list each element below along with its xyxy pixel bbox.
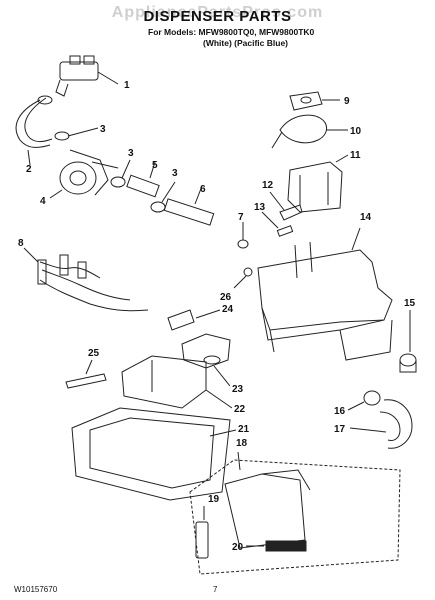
part-13-spring [261,211,294,237]
part-16-ring [347,390,381,411]
callout-3a: 3 [100,124,106,135]
callout-5: 5 [152,160,158,171]
callout-26: 26 [220,292,232,303]
watermark-text: AppliancePartsPros.com [111,4,324,21]
callout-14: 14 [360,212,372,223]
part-10-gasket [271,114,348,149]
part-2-hose [15,97,53,166]
colors-line: (White) (Pacific Blue) [203,38,289,48]
callout-13: 13 [254,202,266,213]
part-4-body [49,149,119,199]
callout-17: 17 [334,424,346,435]
callout-7: 7 [238,212,244,223]
part-11-actuator [287,154,349,213]
callout-24: 24 [222,304,234,315]
callout-20: 20 [232,542,244,553]
part-14-housing [257,227,393,361]
part-22-cup [121,355,233,409]
callout-15: 15 [404,298,416,309]
part-23-cup [181,333,231,387]
page-title: DISPENSER PARTS [143,8,292,25]
part-8-harness [23,247,149,312]
callout-4: 4 [40,196,46,207]
callout-23: 23 [232,384,244,395]
callout-3b: 3 [128,148,134,159]
callout-8: 8 [18,238,24,249]
part-12-bracket [269,191,303,221]
doc-number: W10157670 [14,585,58,594]
page-number: 7 [213,585,218,594]
callout-18: 18 [236,438,248,449]
callout-19: 19 [208,494,220,505]
part-7-oring [237,222,249,249]
part-1-valve [55,55,119,97]
callout-10: 10 [350,126,362,137]
callout-12: 12 [262,180,274,191]
part-15-foot [399,310,417,373]
callout-2: 2 [26,164,32,175]
part-9-cap [289,91,340,111]
callout-1: 1 [124,80,130,91]
callout-11: 11 [350,150,361,161]
part-25-bar [65,359,107,389]
callout-16: 16 [334,406,346,417]
callout-22: 22 [234,404,246,415]
callout-6: 6 [200,184,206,195]
models-line: For Models: MFW9800TQ0, MFW9800TK0 [148,27,315,37]
part-5-tube [126,161,160,198]
part-26-screw [233,267,253,289]
part-21-tray [71,407,237,501]
part-6-tube [163,185,215,226]
part-20-strip [246,540,307,552]
part-18-box [189,451,401,575]
part-3-clamps [37,95,176,213]
callout-3c: 3 [172,168,178,179]
callout-21: 21 [238,424,250,435]
callout-25: 25 [88,348,100,359]
part-17-elbow [349,399,413,449]
part-19-tab [195,506,209,559]
callout-9: 9 [344,96,350,107]
part-24-piece [167,309,221,331]
